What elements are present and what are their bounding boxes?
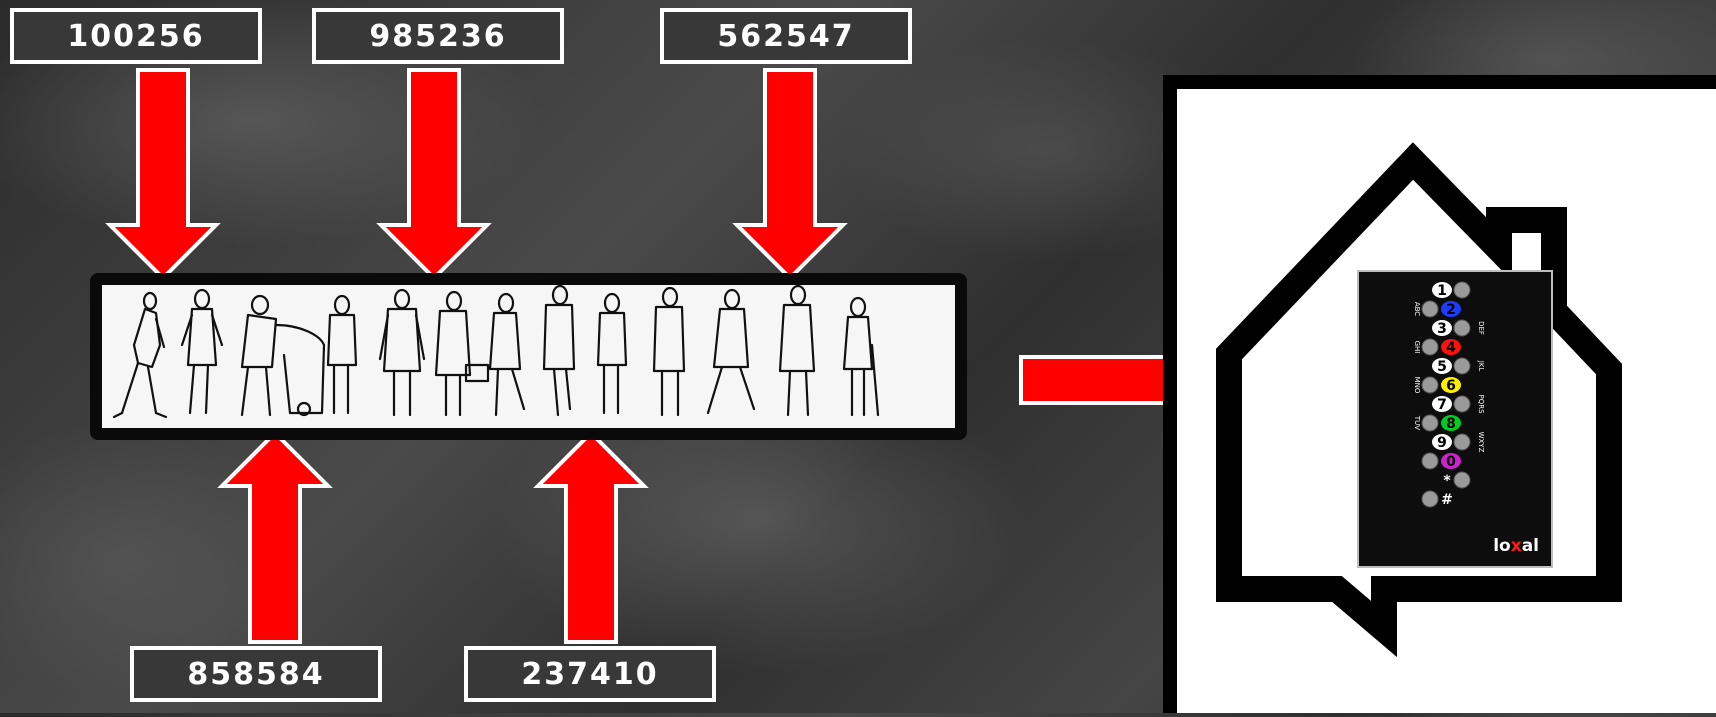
keypad-key-label: 8 [1446,416,1456,432]
person-figure [380,290,424,415]
person-figure [780,286,814,415]
code-box-2: 985236 [312,8,564,64]
person-figure [708,290,754,413]
keypad-button [1454,282,1470,298]
arrow-up-5 [538,433,644,642]
people-strip [90,273,967,440]
keypad-key-label: 7 [1437,397,1447,413]
keypad-button [1454,358,1470,374]
keypad-button [1422,415,1438,431]
person-figure [182,290,222,413]
keypad-button [1454,396,1470,412]
keypad-key-label: # [1441,492,1453,508]
keypad-letters-left: ABC [1413,302,1421,316]
keypad-letters-right: JKL [1477,360,1485,372]
person-figure [654,288,684,415]
person-figure [242,296,324,415]
keypad-keys: 1 2 3 4 5 6 7 8 9 0 * # ABC GHI MNO TUV DEF JKL PQRS WXYZ [1359,272,1551,566]
person-figure [436,292,488,415]
people-illustration [102,285,955,428]
people-sketch [102,285,955,428]
keypad-button [1454,434,1470,450]
keypad-letters-right: WXYZ [1477,432,1485,453]
person-figure [490,294,524,415]
keypad-button [1422,339,1438,355]
arrow-down-1 [110,70,216,278]
code-box-5: 237410 [464,646,716,702]
person-figure [844,298,878,415]
person-figure [114,293,166,417]
code-box-1: 100256 [10,8,262,64]
keypad-button [1422,453,1438,469]
keypad-device: 1 2 3 4 5 6 7 8 9 0 * # ABC GHI MNO TUV DEF JKL PQRS WXYZ l… [1357,270,1553,568]
logo: loxal [1493,536,1539,556]
arrow-down-3 [737,70,843,278]
keypad-button [1422,377,1438,393]
keypad-key-label: 9 [1437,435,1447,451]
keypad-key-label: * [1443,473,1451,489]
keypad-button [1454,320,1470,336]
keypad-button [1454,472,1470,488]
keypad-key-label: 1 [1437,283,1447,299]
keypad-letters-right: PQRS [1477,394,1485,414]
person-figure [328,296,356,413]
keypad-key-label: 4 [1446,340,1456,356]
keypad-key-label: 6 [1446,378,1456,394]
keypad-letters-left: GHI [1413,341,1421,354]
keypad-key-label: 3 [1437,321,1447,337]
person-figure [598,294,626,413]
keypad-letters-right: DEF [1477,321,1485,335]
arrow-up-4 [222,433,328,642]
code-box-3: 562547 [660,8,912,64]
keypad-key-label: 2 [1446,302,1456,318]
keypad-key-label: 5 [1437,359,1447,375]
keypad-key-label: 0 [1446,454,1456,470]
keypad-button [1422,491,1438,507]
person-figure [544,286,574,415]
keypad-button [1422,301,1438,317]
code-box-4: 858584 [130,646,382,702]
arrow-down-2 [381,70,487,278]
keypad-letters-left: TUV [1413,415,1421,430]
keypad-letters-left: MNO [1413,377,1421,394]
